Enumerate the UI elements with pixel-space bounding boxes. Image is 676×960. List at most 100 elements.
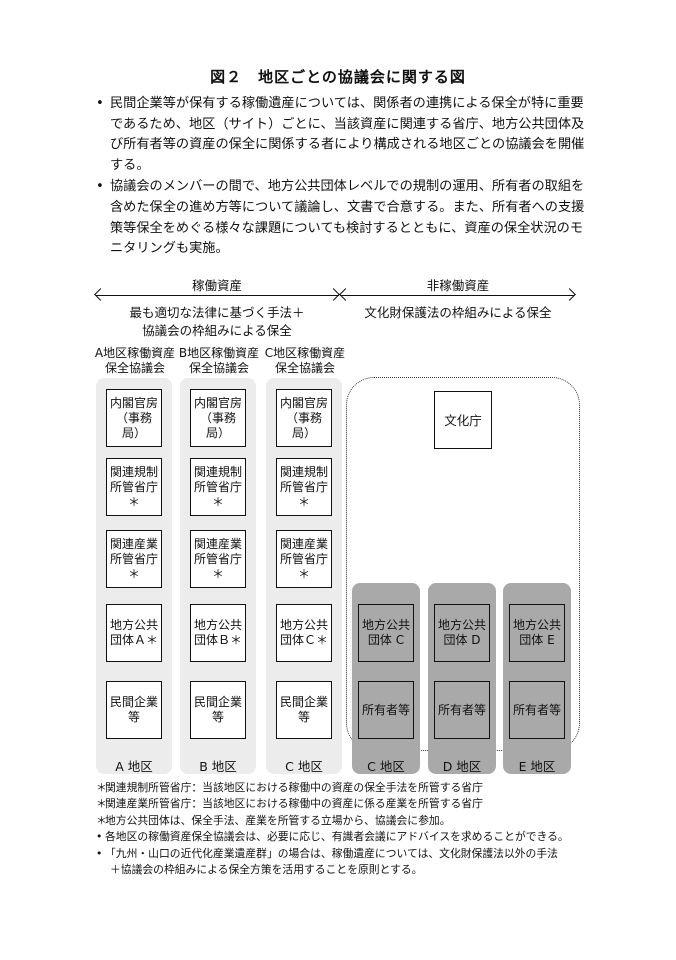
district-label: E 地区	[518, 759, 556, 774]
member-line: 所有者等	[512, 702, 561, 717]
member-line: 団体Ｃ＊	[279, 633, 328, 647]
member-line: 所有者等	[361, 702, 410, 717]
member-line: 関連規制	[279, 464, 328, 479]
member-line: 地方公共	[279, 618, 328, 632]
member-line: （事務局）	[285, 410, 322, 440]
member-line: 所有者等	[437, 702, 486, 717]
council-member-box: 関連産業所管省庁＊	[190, 530, 246, 588]
member-line: 所管省庁	[193, 551, 242, 566]
member-line: 団体 E	[519, 633, 555, 647]
member-line: 関連産業	[193, 536, 242, 551]
district-label: C 地区	[285, 759, 323, 774]
member-line: 所管省庁	[109, 551, 158, 566]
member-line: 所管省庁	[193, 479, 242, 494]
inactive-member-box: 地方公共団体 E	[509, 604, 565, 662]
member-line: 内閣官房	[279, 395, 328, 410]
council-title-line2: 保全協議会	[274, 361, 335, 375]
inactive-member-box: 地方公共団体 D	[434, 604, 490, 662]
footnote: ＊地方公共団体は、保全手法、産業を所管する立場から、協議会に参加。	[96, 813, 451, 827]
member-line: 地方公共	[512, 618, 561, 632]
member-line: 所管省庁	[279, 551, 328, 566]
member-line: 関連規制	[109, 464, 158, 479]
summary-bullets: 民間企業等が保有する稼働遺産については、関係者の連携による保全が特に重要であるた…	[96, 94, 596, 261]
council-member-box: 民間企業等	[276, 681, 332, 739]
footnotes: ＊関連規制所管省庁：当該地区における稼働中の資産の保全手法を所管する省庁 ＊関連…	[96, 780, 616, 878]
district-label: B 地区	[199, 759, 237, 774]
member-line: 地方公共	[193, 618, 242, 632]
member-line: ＊	[127, 566, 140, 581]
member-line: 内閣官房	[109, 395, 158, 410]
council-title-line1: B地区稼働資産	[178, 346, 260, 360]
council-member-box: 関連規制所管省庁＊	[106, 458, 162, 516]
member-line: 民間企業	[193, 695, 242, 709]
member-line: 地方公共	[437, 618, 486, 632]
council-member-box: 地方公共団体Ａ＊	[106, 604, 162, 662]
member-line: 民間企業	[109, 695, 158, 709]
member-line: 団体Ａ＊	[109, 633, 158, 647]
council-member-box: 内閣官房（事務局）	[106, 389, 162, 447]
footnote: ＊関連産業所管省庁：当該地区における稼働中の資産に係る産業を所管する省庁	[96, 797, 483, 811]
member-line: 関連産業	[279, 536, 328, 551]
member-line: ＊	[297, 494, 310, 509]
council-member-box: 民間企業等	[106, 681, 162, 739]
council-title: B地区稼働資産保全協議会	[178, 346, 260, 376]
council-title: C地区稼働資産保全協議会	[264, 346, 346, 376]
council-member-box: 関連産業所管省庁＊	[276, 530, 332, 588]
member-line: 民間企業	[279, 695, 328, 709]
member-line: ＊	[211, 566, 224, 581]
district-label: D 地区	[442, 759, 482, 774]
member-line: （事務局）	[199, 410, 236, 440]
council-member-box: 関連規制所管省庁＊	[276, 458, 332, 516]
inactive-member-box: 所有者等	[358, 681, 414, 739]
agency-box: 文化庁	[434, 391, 492, 449]
council-title-line1: C地区稼働資産	[264, 346, 346, 360]
footnote: ＋協議会の枠組みによる保全方策を活用することを原則とする。	[110, 863, 423, 877]
member-line: 地方公共	[109, 618, 158, 632]
bullet-item: 民間企業等が保有する稼働遺産については、関係者の連携による保全が特に重要であるた…	[96, 94, 596, 176]
member-line: 所管省庁	[109, 479, 158, 494]
council-member-box: 関連規制所管省庁＊	[190, 458, 246, 516]
member-line: 団体 D	[443, 633, 481, 647]
council-member-box: 民間企業等	[190, 681, 246, 739]
bullet-item: 協議会のメンバーの間で、地方公共団体レベルでの規制の運用、所有者の取組を含めた保…	[96, 177, 596, 259]
active-method-label: 最も適切な法律に基づく手法＋ 協議会の枠組みによる保全	[96, 304, 338, 340]
member-line: 内閣官房	[193, 395, 242, 410]
council-member-box: 地方公共団体Ｂ＊	[190, 604, 246, 662]
active-method-line2: 協議会の枠組みによる保全	[142, 323, 292, 338]
district-label: C 地区	[367, 759, 405, 774]
footnote: •各地区の稼働資産保全協議会は、必要に応じ、有識者会議にアドバイスを求めることが…	[96, 830, 569, 844]
district-label: A 地区	[115, 759, 153, 774]
member-line: 関連規制	[193, 464, 242, 479]
council-member-box: 内閣官房（事務局）	[276, 389, 332, 447]
member-line: 関連産業	[109, 536, 158, 551]
inactive-member-box: 地方公共団体 C	[358, 604, 414, 662]
active-method-line1: 最も適切な法律に基づく手法＋	[129, 305, 305, 320]
council-title-line1: A地区稼働資産	[94, 346, 176, 360]
active-arrow-line	[96, 295, 339, 296]
member-line: 等	[127, 710, 140, 724]
member-line: （事務局）	[115, 410, 152, 440]
member-line: 所管省庁	[279, 479, 328, 494]
member-line: 等	[211, 710, 224, 724]
member-line: ＊	[127, 494, 140, 509]
member-line: ＊	[211, 494, 224, 509]
inactive-arrow-line	[340, 295, 574, 296]
member-line: 団体 C	[367, 633, 405, 647]
member-line: 地方公共	[361, 618, 410, 632]
footnote: •「九州・山口の近代化産業遺産群」の場合は、稼働遺産については、文化財保護法以外…	[96, 846, 558, 860]
figure-title: 図２ 地区ごとの協議会に関する図	[210, 68, 466, 86]
council-member-box: 地方公共団体Ｃ＊	[276, 604, 332, 662]
footnote: ＊関連規制所管省庁：当該地区における稼働中の資産の保全手法を所管する省庁	[96, 781, 483, 794]
inactive-member-box: 所有者等	[434, 681, 490, 739]
member-line: 団体Ｂ＊	[193, 633, 242, 647]
active-assets-label: 稼働資産	[191, 278, 242, 293]
inactive-assets-label: 非稼働資産	[426, 278, 490, 293]
inactive-method-label: 文化財保護法の枠組みによる保全	[364, 305, 552, 320]
council-member-box: 内閣官房（事務局）	[190, 389, 246, 447]
council-title-line2: 保全協議会	[104, 361, 165, 375]
council-title-line2: 保全協議会	[188, 361, 249, 375]
member-line: ＊	[297, 566, 310, 581]
inactive-member-box: 所有者等	[509, 681, 565, 739]
council-title: A地区稼働資産保全協議会	[94, 346, 176, 376]
council-member-box: 関連産業所管省庁＊	[106, 530, 162, 588]
